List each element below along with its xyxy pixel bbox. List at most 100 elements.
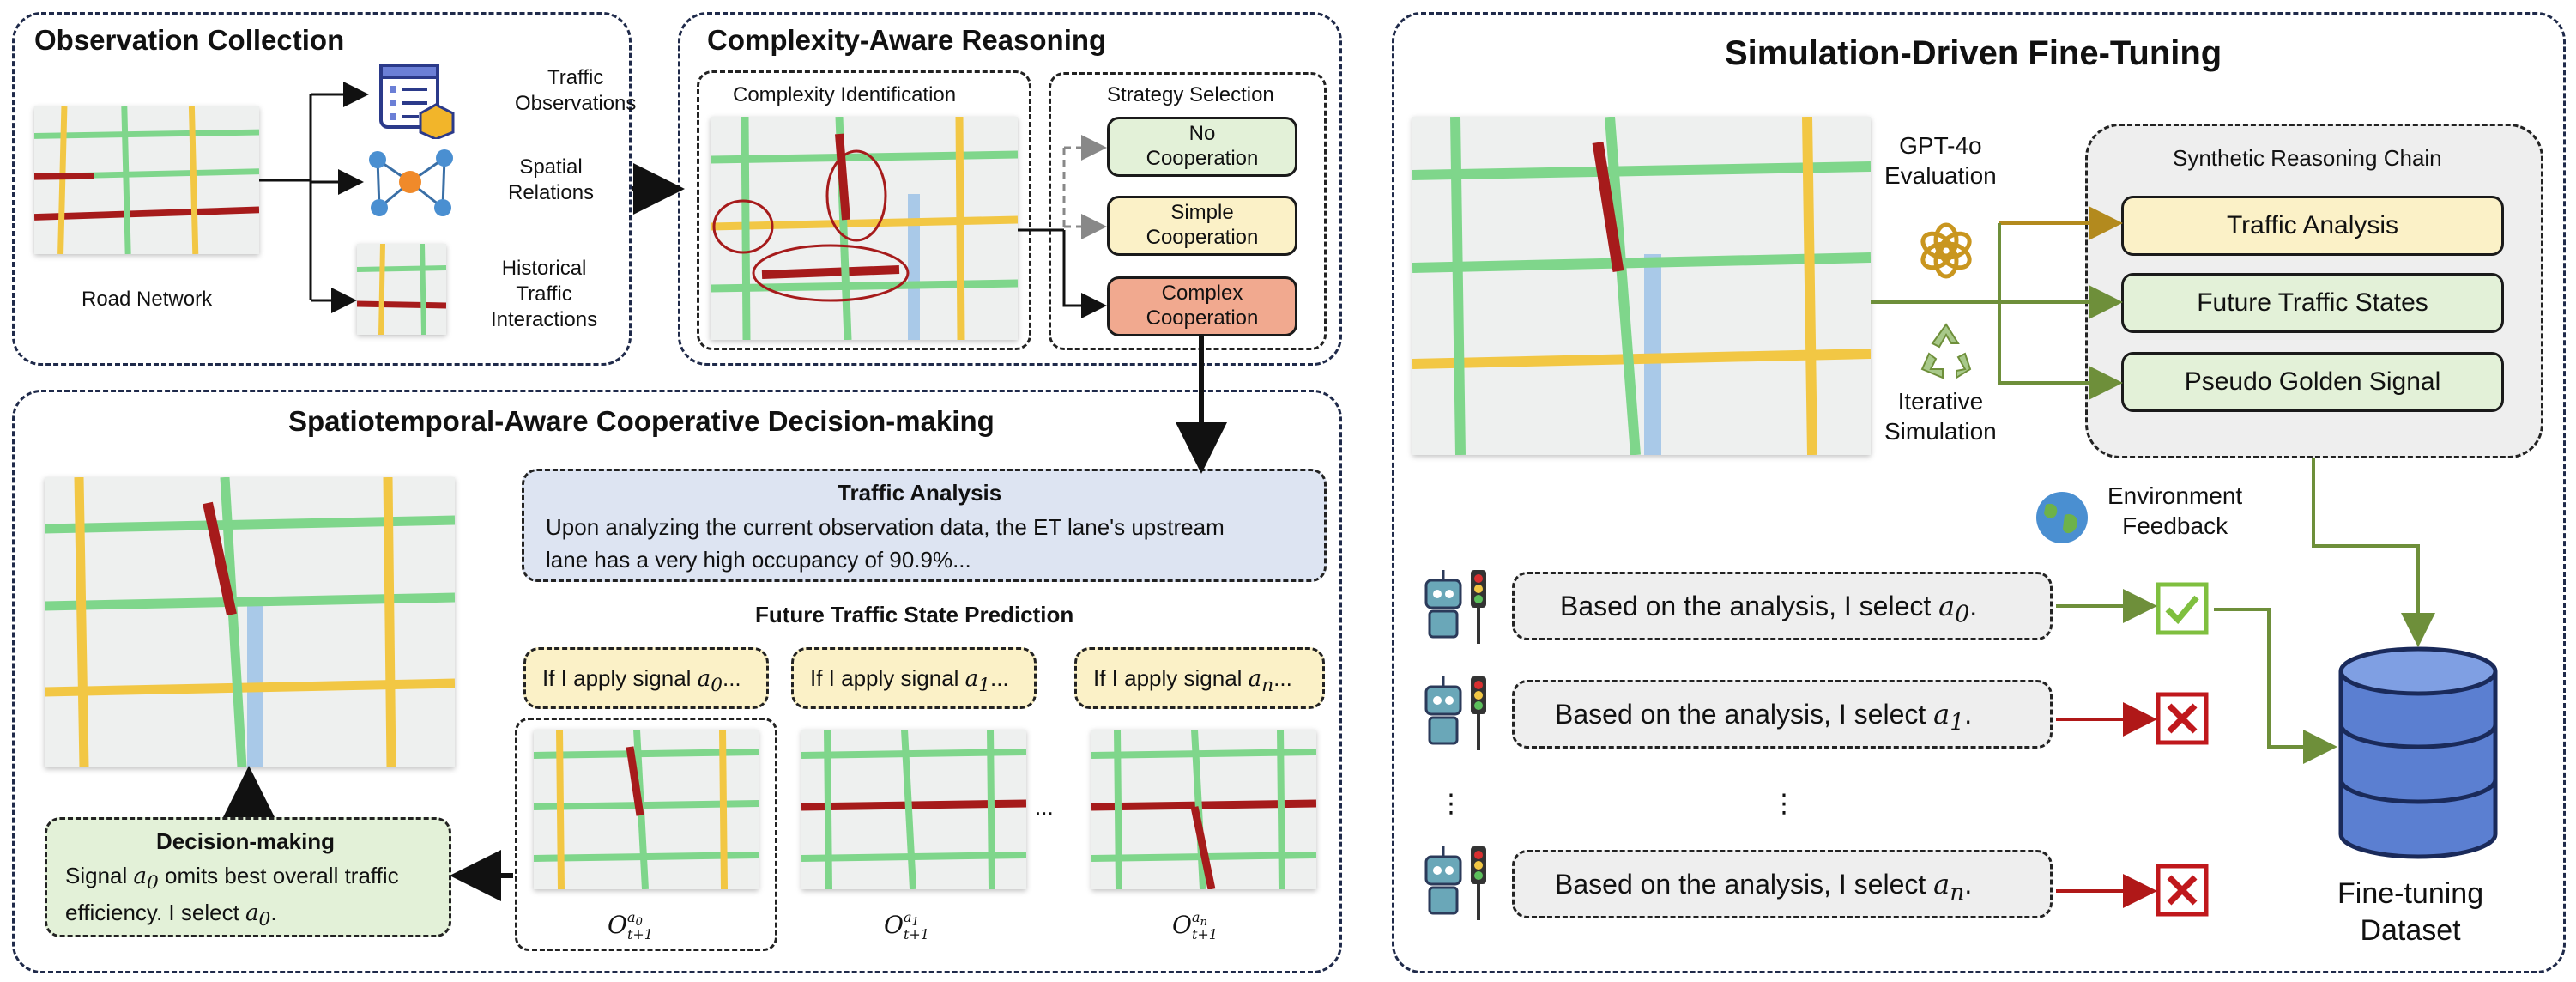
prediction-map-0 bbox=[534, 730, 759, 889]
traffic-observations-label: Traffic Observations bbox=[515, 66, 637, 115]
obs-sub: t+1 bbox=[903, 926, 929, 943]
environment-feedback-label: Environment Feedback bbox=[2107, 482, 2243, 539]
apply-signal-1-box bbox=[791, 647, 1037, 709]
simple-cooperation-box: Simple Cooperation bbox=[1107, 196, 1297, 256]
recycle-icon bbox=[1914, 321, 1979, 381]
prediction-map-n bbox=[1091, 730, 1316, 889]
robot-agent-0-icon bbox=[1414, 563, 1493, 649]
decision-panel bbox=[12, 390, 1342, 973]
decision-making-box bbox=[45, 817, 451, 937]
dataset-label: Fine-tuning Dataset bbox=[2337, 877, 2484, 947]
gpt-logo-icon bbox=[1915, 220, 1977, 282]
obs-symbol: O bbox=[1172, 911, 1192, 939]
iterative-simulation-label: Iterative Simulation bbox=[1884, 388, 1997, 445]
decision-main-map bbox=[45, 477, 455, 767]
select-box-0 bbox=[1512, 572, 2053, 640]
signal-sub: 0 bbox=[258, 908, 271, 930]
chain-item-traffic-analysis: Traffic Analysis bbox=[2121, 196, 2504, 256]
select-text-0: Based on the analysis, I select a0. bbox=[1560, 590, 1978, 628]
cross-icon-n bbox=[2156, 864, 2209, 917]
finetune-map bbox=[1412, 117, 1871, 455]
select-prefix: Based on the analysis, I select bbox=[1555, 699, 1926, 730]
signal-symbol: a bbox=[1933, 868, 1950, 900]
complexity-identification-box bbox=[697, 70, 1031, 350]
obs-sup-sub: n bbox=[1200, 916, 1208, 930]
reasoning-title: Complexity-Aware Reasoning bbox=[707, 24, 1107, 56]
obs-sub: t+1 bbox=[1191, 926, 1218, 943]
chain-item-pseudo-signal: Pseudo Golden Signal bbox=[2121, 352, 2504, 412]
signal-sub: 1 bbox=[978, 675, 990, 697]
complexity-map bbox=[711, 117, 1018, 340]
vdots-left: ⋮ bbox=[1438, 790, 1464, 818]
obs-sub: t+1 bbox=[626, 926, 653, 943]
signal-symbol: a bbox=[697, 666, 711, 692]
select-box-1 bbox=[1512, 680, 2053, 749]
ellipsis: ... bbox=[1273, 665, 1292, 691]
strategy-selection-box bbox=[1049, 72, 1327, 350]
obs-sup: a1 bbox=[903, 908, 919, 930]
clipboard-icon bbox=[376, 57, 458, 141]
decision-making-title: Decision-making bbox=[156, 828, 336, 854]
decision-making-text: Signal a0 omits best overall traffic eff… bbox=[65, 863, 399, 930]
obs-sup: an bbox=[1191, 908, 1208, 930]
select-prefix: Based on the analysis, I select bbox=[1555, 869, 1926, 900]
prediction-map-1 bbox=[801, 730, 1026, 889]
road-network-map bbox=[34, 106, 259, 254]
decision-text-2: omits best overall traffic bbox=[165, 863, 399, 888]
historical-maps-stack bbox=[357, 244, 446, 335]
signal-symbol: a bbox=[245, 900, 259, 926]
finetune-panel bbox=[1392, 12, 2566, 973]
signal-sub: 1 bbox=[1950, 709, 1965, 736]
obs-symbol: O bbox=[608, 911, 627, 939]
globe-icon bbox=[2034, 489, 2090, 546]
chain-item-future-states: Future Traffic States bbox=[2121, 273, 2504, 333]
decision-text-1: Signal bbox=[65, 863, 128, 888]
apply-signal-prefix: If I apply signal bbox=[1093, 665, 1243, 691]
apply-signal-prefix: If I apply signal bbox=[810, 665, 959, 691]
signal-sub: 0 bbox=[1955, 601, 1970, 628]
finetune-title: Simulation-Driven Fine-Tuning bbox=[1725, 34, 2222, 72]
observation-collection-panel bbox=[12, 12, 632, 366]
robot-agent-n-icon bbox=[1414, 840, 1493, 925]
observation-collection-title: Observation Collection bbox=[34, 24, 345, 56]
complex-cooperation-box: Complex Cooperation bbox=[1107, 276, 1297, 336]
ellipsis: ... bbox=[722, 665, 741, 691]
cross-icon-1 bbox=[2156, 692, 2209, 745]
complexity-identification-label: Complexity Identification bbox=[733, 83, 957, 106]
select-prefix: Based on the analysis, I select bbox=[1560, 591, 1932, 621]
apply-signal-prefix: If I apply signal bbox=[542, 665, 692, 691]
road-network-label: Road Network bbox=[82, 288, 213, 311]
decision-title: Spatiotemporal-Aware Cooperative Decisio… bbox=[288, 405, 995, 437]
apply-signal-n-box bbox=[1074, 647, 1325, 709]
apply-signal-n-text: If I apply signal an... bbox=[1093, 664, 1292, 697]
signal-sub: n bbox=[1950, 879, 1965, 906]
traffic-analysis-title: Traffic Analysis bbox=[838, 480, 1002, 506]
obs-sup-sub: 1 bbox=[911, 916, 919, 930]
traffic-analysis-text: Upon analyzing the current observation d… bbox=[546, 514, 1225, 573]
vdots-middle: ⋮ bbox=[1771, 790, 1797, 818]
decision-text-3: efficiency. I select bbox=[65, 899, 239, 925]
strategy-selection-label: Strategy Selection bbox=[1107, 83, 1274, 106]
robot-agent-1-icon bbox=[1414, 670, 1493, 755]
spatial-relations-label: Spatial Relations bbox=[508, 155, 595, 204]
select-text-1: Based on the analysis, I select a1. bbox=[1555, 698, 1973, 736]
obs-sup: a0 bbox=[626, 908, 643, 930]
future-prediction-title: Future Traffic State Prediction bbox=[755, 602, 1074, 627]
signal-symbol: a bbox=[133, 864, 148, 889]
ellipsis: ... bbox=[989, 665, 1009, 691]
obs-sup-sub: 0 bbox=[635, 916, 643, 930]
obs-symbol: O bbox=[884, 911, 904, 939]
apply-signal-1-text: If I apply signal a1... bbox=[810, 664, 1009, 697]
synthetic-chain-title: Synthetic Reasoning Chain bbox=[2173, 145, 2442, 171]
signal-symbol: a bbox=[964, 666, 979, 692]
gpt-evaluation-label: GPT-4o Evaluation bbox=[1884, 132, 1997, 189]
database-cylinder-icon bbox=[2336, 646, 2500, 860]
prediction-ellipsis: ... bbox=[1035, 794, 1054, 820]
select-box-n bbox=[1512, 850, 2053, 918]
